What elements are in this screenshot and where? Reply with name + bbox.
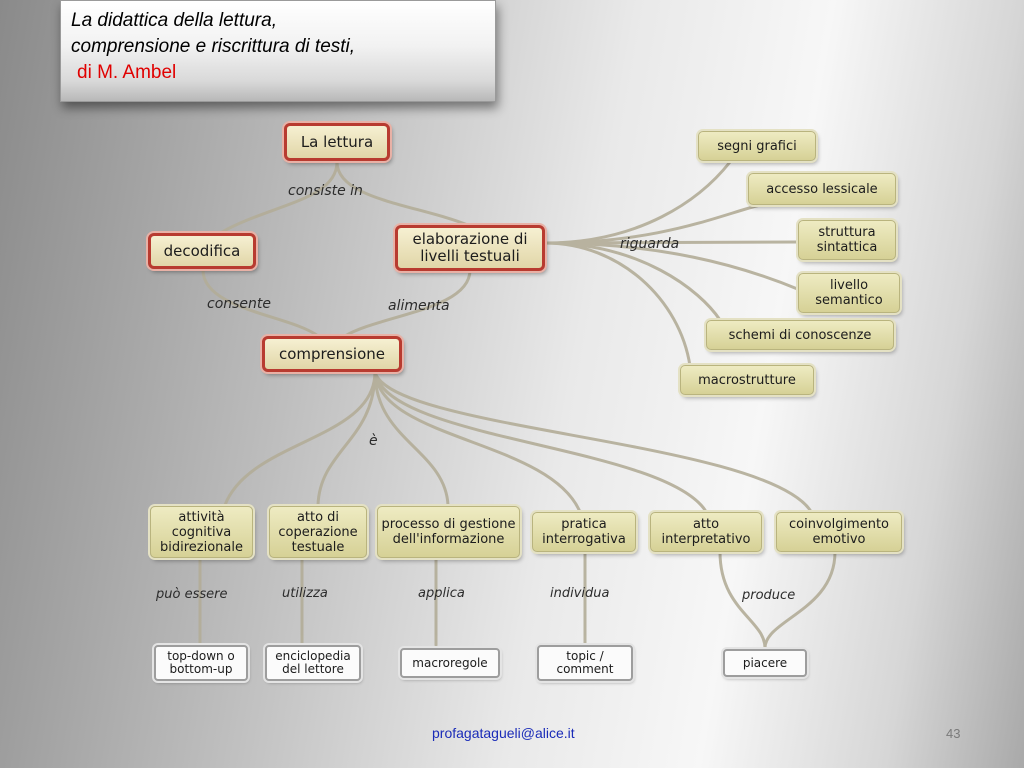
node-label: atto di coperazione testuale	[278, 509, 358, 555]
node-enciclopedia: enciclopedia del lettore	[265, 645, 361, 681]
link-consente: consente	[207, 296, 272, 312]
node-atto-interpretativo: atto interpretativo	[650, 512, 762, 552]
node-atto-operazione: atto di coperazione testuale	[269, 506, 367, 558]
link-consiste-in: consiste in	[288, 183, 363, 199]
node-label: macroregole	[412, 655, 488, 670]
slide-title-box: La didattica della lettura, comprensione…	[60, 0, 496, 102]
node-label: La lettura	[300, 132, 374, 151]
node-accesso-lessicale: accesso lessicale	[748, 173, 896, 205]
page-number: 43	[946, 726, 961, 741]
node-attivita-cognitiva: attività cognitiva bidirezionale	[150, 506, 253, 558]
link-applica: applica	[418, 586, 465, 601]
title-line-1: La didattica della lettura,	[71, 10, 277, 31]
node-macroregole: macroregole	[400, 648, 500, 678]
node-label: accesso lessicale	[766, 181, 878, 197]
node-label: piacere	[742, 655, 788, 670]
node-label: attività cognitiva bidirezionale	[160, 509, 243, 555]
node-livello-semantico: livello semantico	[798, 273, 900, 313]
link-e: è	[369, 433, 378, 449]
node-label: coinvolgimento emotivo	[788, 517, 890, 547]
node-struttura-sintattica: struttura sintattica	[798, 220, 896, 260]
link-riguarda: riguarda	[620, 236, 680, 252]
node-piacere: piacere	[723, 649, 807, 677]
node-label: livello semantico	[815, 278, 883, 308]
node-label: topic / comment	[556, 649, 614, 676]
link-puo-essere: può essere	[156, 587, 228, 602]
node-label: macrostrutture	[698, 372, 796, 388]
node-processo-gestione: processo di gestione dell'informazione	[377, 506, 520, 558]
node-elaborazione: elaborazione di livelli testuali	[395, 225, 545, 271]
node-schemi-conoscenze: schemi di conoscenze	[706, 320, 894, 350]
node-pratica-interrogativa: pratica interrogativa	[532, 512, 636, 552]
node-topic-comment: topic / comment	[537, 645, 633, 681]
link-alimenta: alimenta	[388, 298, 450, 314]
title-author: di M. Ambel	[77, 62, 177, 83]
node-label: atto interpretativo	[661, 517, 751, 547]
node-label: comprensione	[278, 344, 386, 363]
node-label: schemi di conoscenze	[728, 327, 872, 343]
node-label: decodifica	[163, 241, 241, 260]
node-label: struttura sintattica	[816, 225, 878, 255]
footer-email: profagatagueli@alice.it	[432, 725, 575, 741]
link-individua: individua	[550, 586, 610, 601]
node-comprensione: comprensione	[262, 336, 402, 372]
node-label: enciclopedia del lettore	[275, 649, 351, 676]
node-label: pratica interrogativa	[542, 517, 626, 547]
node-label: processo di gestione dell'informazione	[381, 517, 516, 547]
node-label: top-down o bottom-up	[167, 649, 235, 676]
node-macrostrutture: macrostrutture	[680, 365, 814, 395]
node-la-lettura: La lettura	[284, 123, 390, 161]
node-coinvolgimento-emotivo: coinvolgimento emotivo	[776, 512, 902, 552]
node-top-down: top-down o bottom-up	[154, 645, 248, 681]
node-segni-grafici: segni grafici	[698, 131, 816, 161]
title-line-2: comprensione e riscrittura di testi,	[71, 36, 356, 57]
node-label: elaborazione di livelli testuali	[412, 230, 528, 265]
link-utilizza: utilizza	[282, 586, 328, 601]
link-produce: produce	[742, 588, 796, 603]
node-decodifica: decodifica	[148, 233, 256, 269]
node-label: segni grafici	[717, 138, 797, 154]
